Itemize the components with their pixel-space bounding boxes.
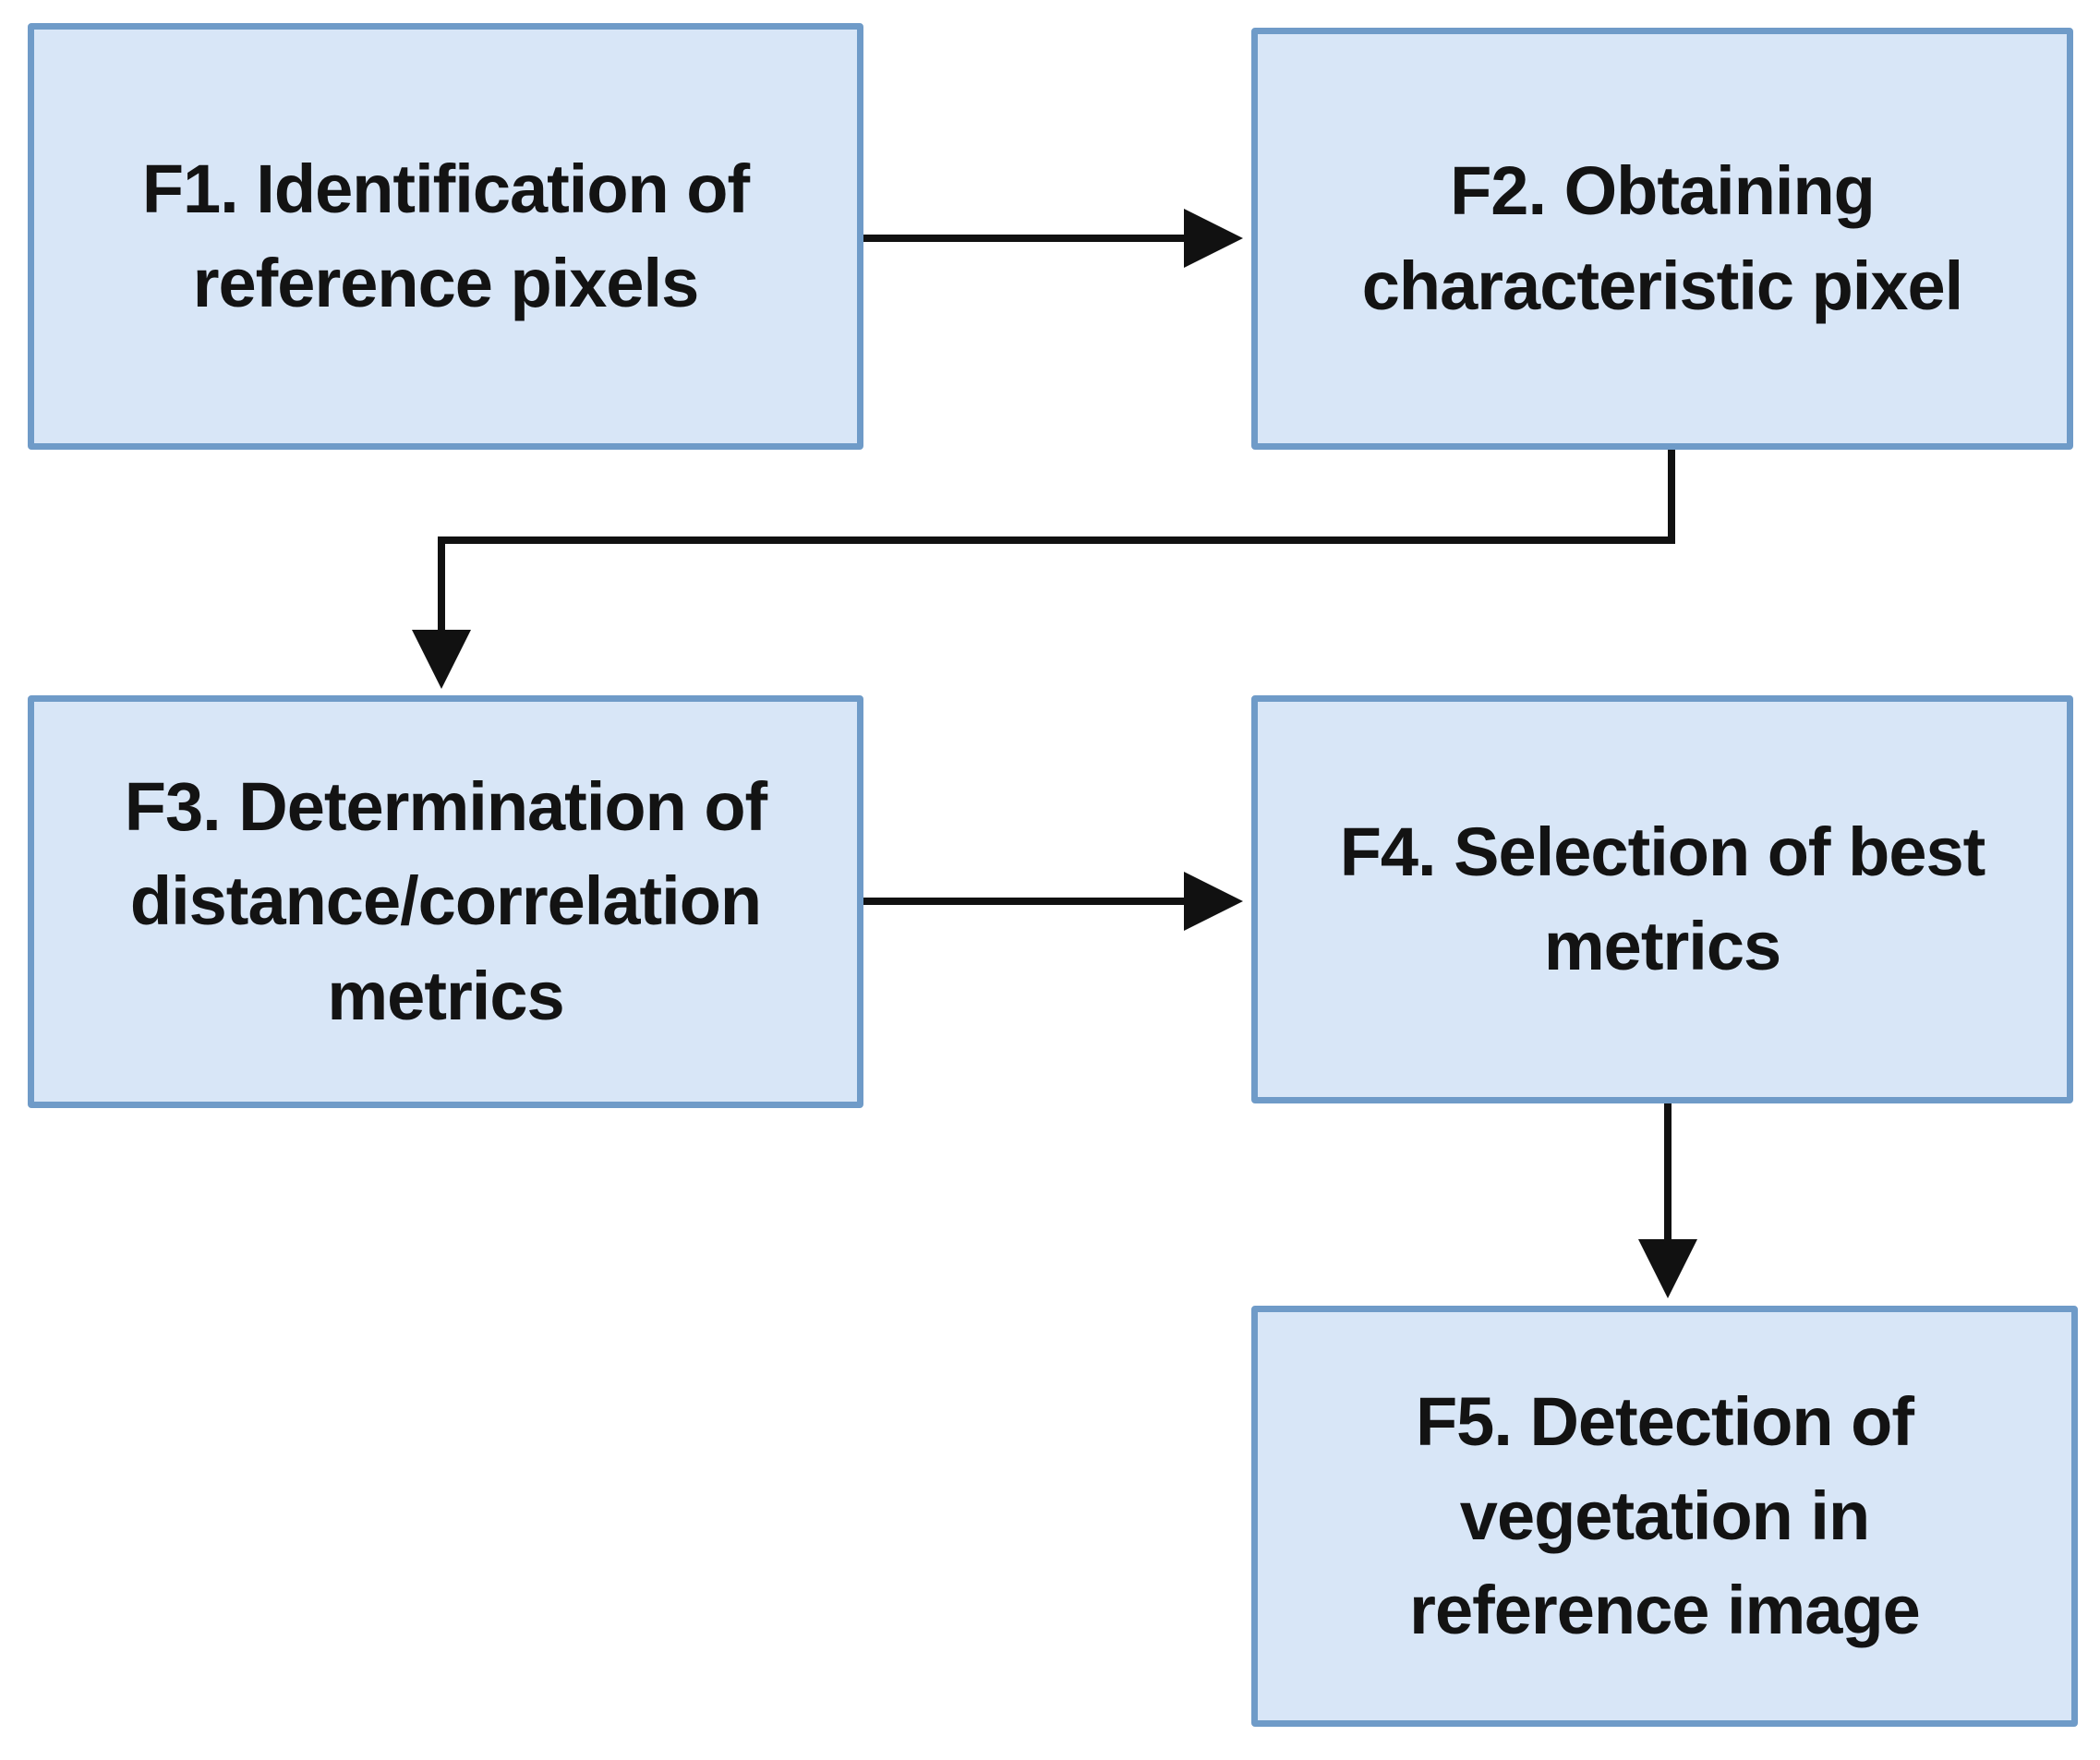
flow-node-f2: F2. Obtaining characteristic pixel (1251, 28, 2073, 450)
flow-node-f5: F5. Detection of vegetation in reference… (1251, 1306, 2078, 1727)
flow-node-f2-label: F2. Obtaining characteristic pixel (1361, 152, 1963, 324)
flow-node-f4: F4. Selection of best metrics (1251, 695, 2073, 1103)
flow-node-f3-label: F3. Determination of distance/correlatio… (124, 768, 767, 1034)
arrow-f2-to-f3 (412, 450, 1675, 689)
flow-node-f4-label: F4. Selection of best metrics (1339, 813, 1986, 984)
flow-node-f1-label: F1. Identification of reference pixels (141, 150, 750, 321)
flow-node-f1: F1. Identification of reference pixels (28, 23, 863, 450)
flow-node-f5-label: F5. Detection of vegetation in reference… (1409, 1382, 1921, 1649)
flow-node-f3: F3. Determination of distance/correlatio… (28, 695, 863, 1108)
